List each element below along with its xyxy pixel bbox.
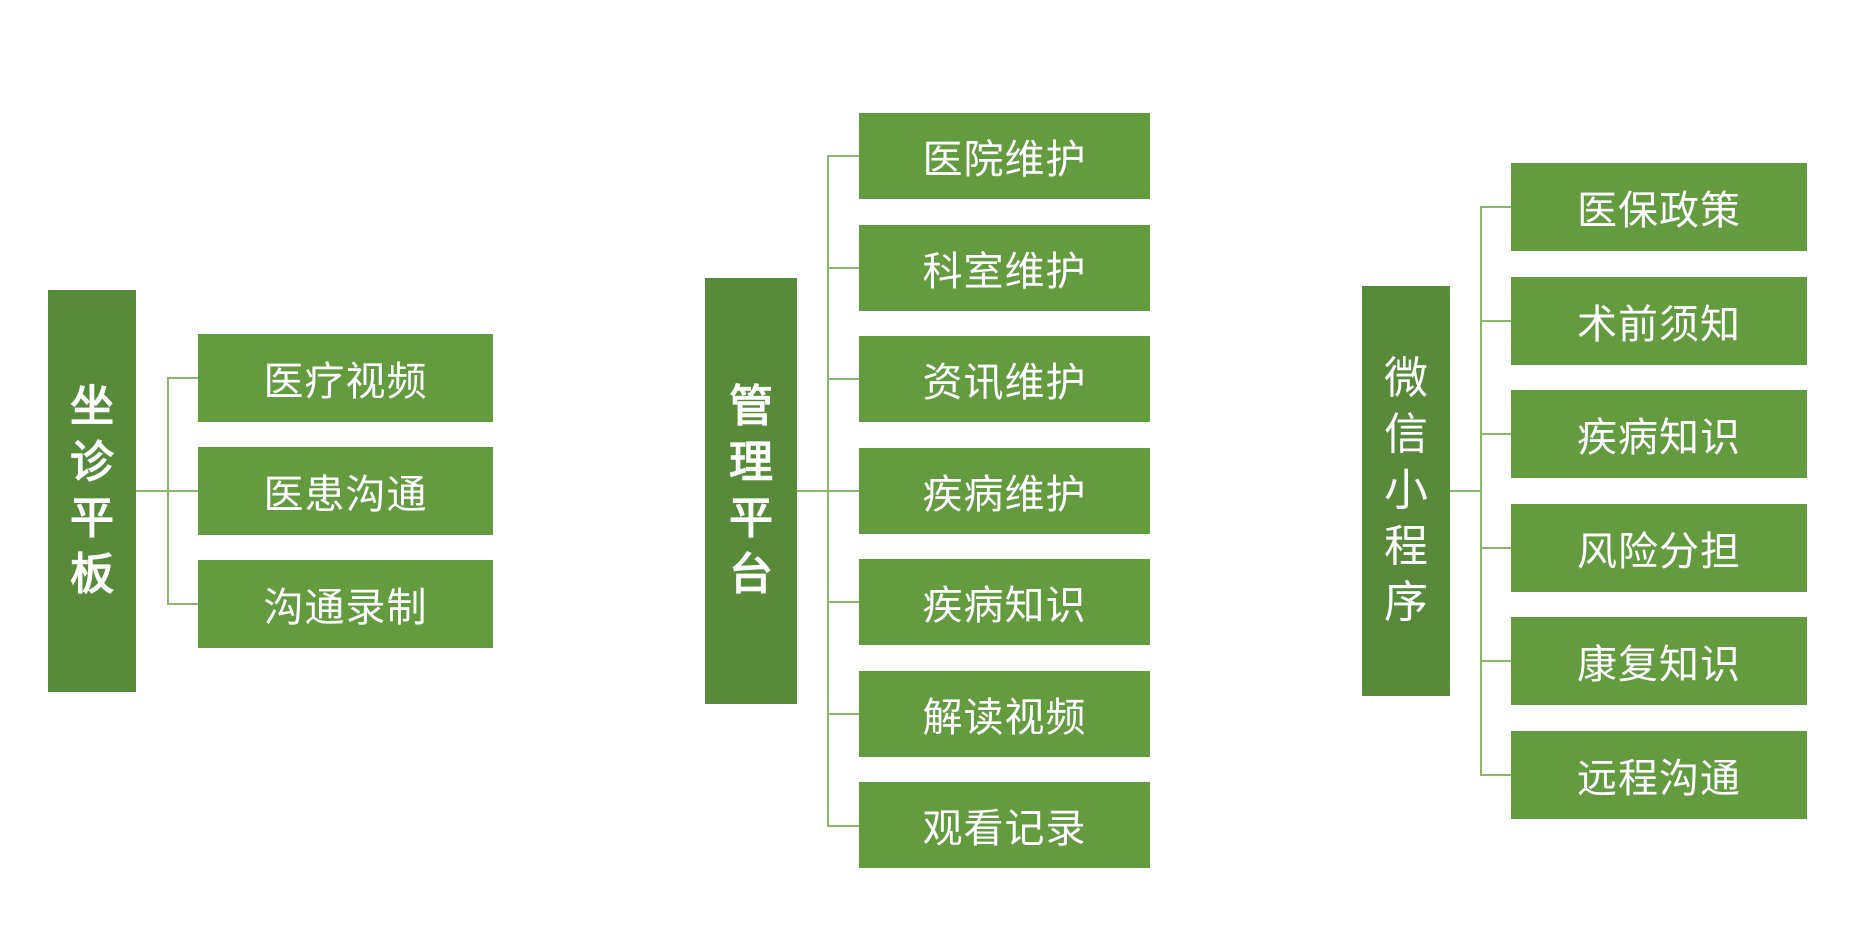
connector-stub	[136, 490, 168, 492]
connector-branch	[1480, 320, 1511, 322]
leaf-node: 远程沟通	[1511, 731, 1807, 819]
leaf-node: 康复知识	[1511, 617, 1807, 705]
connector-branch	[1480, 206, 1511, 208]
leaf-node: 医患沟通	[198, 447, 493, 535]
root-node-mini-program: 微 信 小 程 序	[1362, 286, 1450, 696]
leaf-node: 医疗视频	[198, 334, 493, 422]
connector-branch	[167, 603, 198, 605]
root-title-admin: 管 理 平 台	[729, 381, 773, 600]
connector-branch	[167, 490, 198, 492]
connector-stub	[1450, 490, 1481, 492]
connector-branch	[167, 377, 198, 379]
root-title-tablet: 坐 诊 平 板	[70, 381, 114, 600]
connector-branch	[827, 378, 859, 380]
connector-branch	[1480, 660, 1511, 662]
connector-branch	[1480, 547, 1511, 549]
leaf-node: 疾病知识	[859, 559, 1150, 645]
connector-spine	[1480, 206, 1482, 776]
root-node-tablet: 坐 诊 平 板	[48, 290, 136, 692]
connector-branch	[1480, 433, 1511, 435]
leaf-node: 医院维护	[859, 113, 1150, 199]
connector-branch	[827, 825, 859, 827]
connector-branch	[827, 713, 859, 715]
leaf-node: 沟通录制	[198, 560, 493, 648]
leaf-node: 疾病维护	[859, 448, 1150, 534]
leaf-node: 科室维护	[859, 225, 1150, 311]
root-node-admin: 管 理 平 台	[705, 278, 797, 704]
leaf-node: 风险分担	[1511, 504, 1807, 592]
connector-branch	[827, 490, 859, 492]
connector-stub	[797, 490, 828, 492]
connector-branch	[827, 155, 859, 157]
leaf-node: 观看记录	[859, 782, 1150, 868]
leaf-node: 术前须知	[1511, 277, 1807, 365]
leaf-node: 疾病知识	[1511, 390, 1807, 478]
leaf-node: 解读视频	[859, 671, 1150, 757]
leaf-node: 医保政策	[1511, 163, 1807, 251]
connector-branch	[827, 267, 859, 269]
leaf-node: 资讯维护	[859, 336, 1150, 422]
connector-branch	[1480, 774, 1511, 776]
root-title-mini-program: 微 信 小 程 序	[1384, 353, 1428, 628]
connector-branch	[827, 601, 859, 603]
